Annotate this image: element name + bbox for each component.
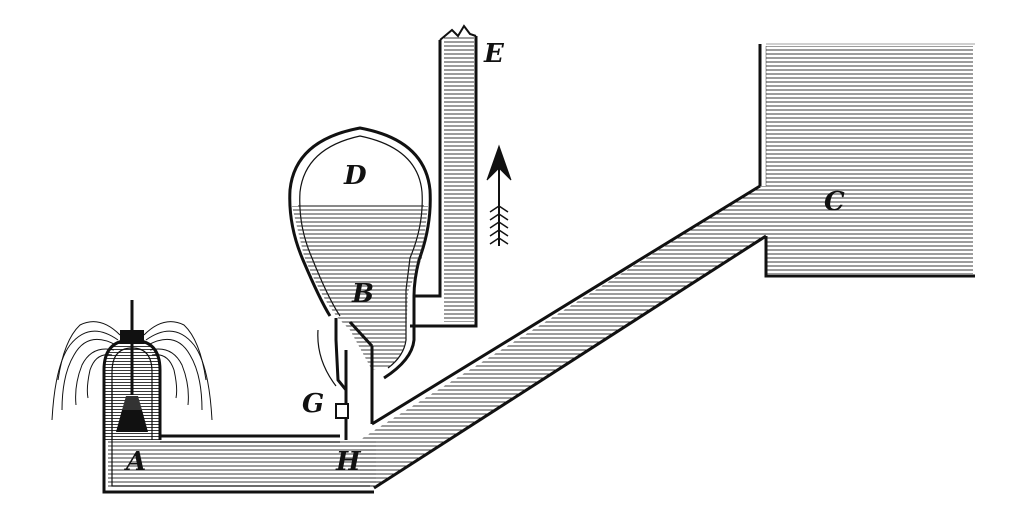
reservoir-c: [758, 43, 975, 278]
label-a: A: [123, 447, 146, 477]
up-arrow-icon: [486, 144, 512, 246]
label-c: C: [824, 187, 845, 217]
label-e: E: [483, 39, 505, 69]
drive-pipe: [360, 184, 767, 490]
label-g: G: [302, 389, 324, 419]
valve-b: [344, 320, 374, 440]
label-b: B: [351, 279, 374, 309]
label-d: D: [343, 161, 367, 191]
valve-g: [335, 403, 349, 419]
fountain-chamber-a: [102, 300, 162, 440]
air-chamber-d: [288, 126, 432, 391]
label-h: H: [335, 447, 362, 477]
fountain-spray-icon: [51, 321, 213, 421]
rising-pipe-e: [410, 24, 478, 328]
